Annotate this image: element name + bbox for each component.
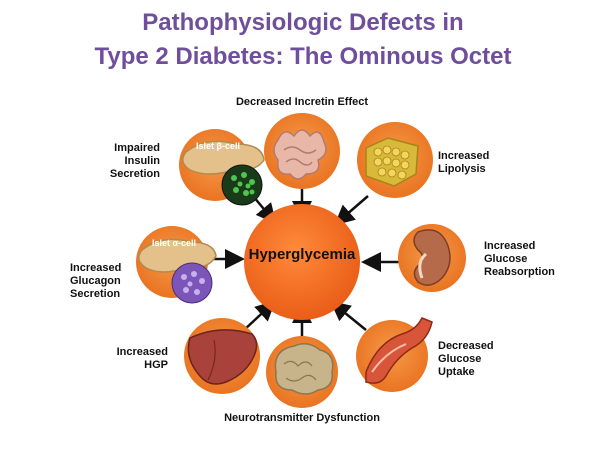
title-line-2: Type 2 Diabetes: The Ominous Octet xyxy=(94,43,512,70)
label-incretin-line: Decreased Incretin Effect xyxy=(235,96,369,108)
label-hgp: Increased HGP xyxy=(104,346,168,372)
label-incretin: Decreased Incretin Effect xyxy=(232,96,372,109)
hyperglycemia-hub xyxy=(244,204,360,320)
label-insulin-line-1: Impaired xyxy=(114,142,160,154)
label-reabsorption-line-3: Reabsorption xyxy=(484,266,555,278)
hub-label: Hyperglycemia xyxy=(248,246,356,263)
label-neuro-line: Neurotransmitter Dysfunction xyxy=(224,412,380,424)
label-lipolysis: Increased Lipolysis xyxy=(438,150,508,176)
label-glucagon-line-1: Increased xyxy=(70,262,122,274)
label-uptake-line-2: Glucose xyxy=(438,353,482,365)
brain-folds xyxy=(283,360,317,382)
label-hgp-line-2: HGP xyxy=(144,359,168,371)
ureter xyxy=(418,252,428,279)
liver-lobe-line xyxy=(207,339,216,381)
label-insulin-line-3: Secretion xyxy=(109,168,160,180)
label-glucagon-line-2: Glucagon xyxy=(70,275,121,287)
intestine-folds xyxy=(283,146,317,166)
beta-cell-tag: Islet β-cell xyxy=(196,141,241,151)
label-uptake-line-1: Decreased xyxy=(438,340,494,352)
organ-circles xyxy=(136,113,466,408)
arrow-uptake xyxy=(330,300,367,331)
intestine-icon xyxy=(273,129,327,180)
label-uptake-line-3: Uptake xyxy=(438,366,475,378)
label-reabsorption-line-1: Increased xyxy=(484,240,536,252)
muscle-fibers xyxy=(371,343,407,373)
label-neuro: Neurotransmitter Dysfunction xyxy=(212,412,392,425)
alpha-cell-tag: Islet α-cell xyxy=(152,238,197,248)
beta-cell-dots xyxy=(231,172,255,196)
alpha-cell-dots xyxy=(181,271,205,295)
label-hgp-line-1: Increased xyxy=(116,346,168,358)
arrow-lipolysis xyxy=(334,195,369,226)
label-insulin: Impaired Insulin Secretion xyxy=(92,142,160,181)
label-lipolysis-line-2: Lipolysis xyxy=(438,163,486,175)
label-insulin-line-2: Insulin xyxy=(124,155,160,167)
label-reabsorption-line-2: Glucose xyxy=(484,253,528,265)
label-glucagon: Increased Glucagon Secretion xyxy=(70,262,140,301)
kidney-icon xyxy=(413,229,451,286)
label-uptake: Decreased Glucose Uptake xyxy=(438,340,508,379)
fat-cells xyxy=(373,145,410,180)
brain-icon xyxy=(274,343,334,395)
title-line-1: Pathophysiologic Defects in xyxy=(142,9,464,36)
label-reabsorption: Increased Glucose Reabsorption xyxy=(484,240,568,279)
label-lipolysis-line-1: Increased xyxy=(438,150,490,162)
label-glucagon-line-3: Secretion xyxy=(70,288,121,300)
liver-icon xyxy=(187,329,258,385)
muscle-arm-icon xyxy=(365,317,433,384)
